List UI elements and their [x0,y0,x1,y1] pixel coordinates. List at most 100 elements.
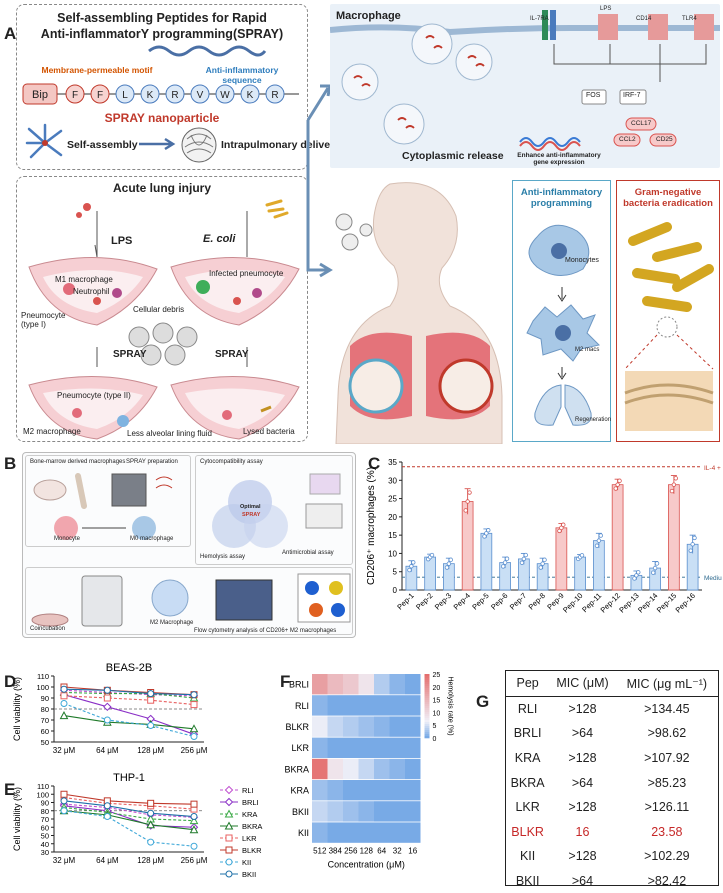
table-row: KRA>128>107.92 [506,746,718,771]
series-line [63,694,195,735]
data-point [501,564,506,569]
heatmap-cell [374,737,390,758]
data-point [557,528,562,534]
heatmap-cell [312,758,328,780]
heatmap-cell [374,822,390,843]
y-tick-label: 70 [41,815,49,824]
series-line [63,702,195,738]
bmdm-label: Bone-marrow derived macrophages [30,459,126,465]
col-label: 512 [313,847,327,856]
human-lung-illustration [335,182,503,444]
heatmap-cell [389,822,405,843]
residue-r [265,84,285,104]
colorbar-tick: 25 [433,672,441,679]
heatmap-cell [374,674,390,695]
regeneration-label: Regeneration [575,417,612,423]
x-tick-label: 128 μM [137,746,164,755]
data-point [60,807,68,815]
data-point [225,870,233,878]
row-label: KII [298,828,309,838]
heatmap-cell [389,758,405,780]
bmdm-subbox: Bone-marrow derived macrophages SPRAY pr… [25,455,191,547]
y-tick-label: 40 [41,840,49,849]
data-point [225,858,233,866]
series-line [63,797,195,810]
residue-label: L [122,90,128,101]
monocyte-label: Monocyte [54,536,81,542]
data-point [407,567,412,573]
colorbar-tick: 20 [433,685,441,692]
table-cell: >126.11 [644,800,690,815]
heatmap-cell [358,695,374,716]
table-row: RLI>128>134.45 [506,696,718,721]
col-label: 32 [393,847,402,856]
table-cell: BRLI [513,726,542,741]
x-tick-label: Pep-10 [561,591,584,614]
colorbar-segment [424,732,430,735]
colorbar-segment [424,710,430,713]
y-tick-label: 5 [393,568,398,577]
heatmap-cell [389,716,405,737]
mic-column-header: MIC (μg mL⁻¹) [615,671,718,697]
data-point [189,724,199,733]
residue-label: W [220,90,230,101]
heatmap-cell [327,674,343,695]
alveolar-fluid-label: Less alveolar lining fluid [127,429,212,438]
colorbar-segment [424,680,430,683]
cd25-label: CD25 [656,136,673,143]
data-point [60,692,68,700]
bar [480,532,493,591]
heatmap-cell [312,674,328,695]
spray-title-line2: Anti-inflammatorY programming(SPRAY) [40,27,284,41]
x-tick-label: 128 μM [137,856,164,865]
x-tick-label: Pep-12 [599,591,622,614]
heatmap-cell [374,758,390,780]
heatmap-cell [389,801,405,822]
anti-prog-title: Anti-inflammatory programming [520,187,603,209]
colorbar-segment [424,674,430,677]
residue-label: F [72,90,78,101]
table-row: BKRA>64>85.23 [506,770,718,795]
x-tick-label: Pep-14 [636,591,659,614]
ccl2-label: CCL2 [619,136,636,143]
heatmap-cell [374,780,390,801]
colorbar-tick: 15 [433,698,441,705]
residue-label: F [97,90,103,101]
residue-l [115,84,135,104]
series-line [63,803,195,818]
heatmap-cell [327,716,343,737]
data-point [190,733,198,740]
fos-label: FOS [586,92,601,99]
alveolus-illustration [28,199,300,440]
gram-title: Gram-negative bacteria eradication [623,187,713,209]
residue-k [240,84,260,104]
panel-label-f: F [280,672,291,691]
receptor-cd14: CD14 [636,16,652,22]
y-tick-label: 70 [41,716,49,725]
y-tick-label: 15 [388,531,397,540]
x-tick-label: Pep-8 [527,591,548,612]
pneumocyte-type1-label: Pneumocyte (type I) [21,311,66,329]
x-tick-label: 32 μM [53,856,76,865]
x-tick-label: 64 μM [96,746,119,755]
heatmap-cell [312,716,328,737]
bar [461,501,474,591]
colorbar-label: Hemolysis rate (%) [447,676,454,735]
residue-label: K [247,90,254,101]
mic-column-header: Pep [506,671,550,697]
y-tick-label: 100 [36,790,49,799]
row-label: BKRA [284,764,309,774]
y-tick-label: 80 [41,807,49,816]
table-cell: >64 [571,874,594,889]
legend-label: BLKR [242,846,262,855]
y-tick-label: 110 [37,672,49,681]
heatmap-cell [358,780,374,801]
heatmap-cell [405,801,421,822]
receptor-lps: LPS [600,6,612,12]
data-point [60,790,68,798]
data-point [654,561,660,566]
